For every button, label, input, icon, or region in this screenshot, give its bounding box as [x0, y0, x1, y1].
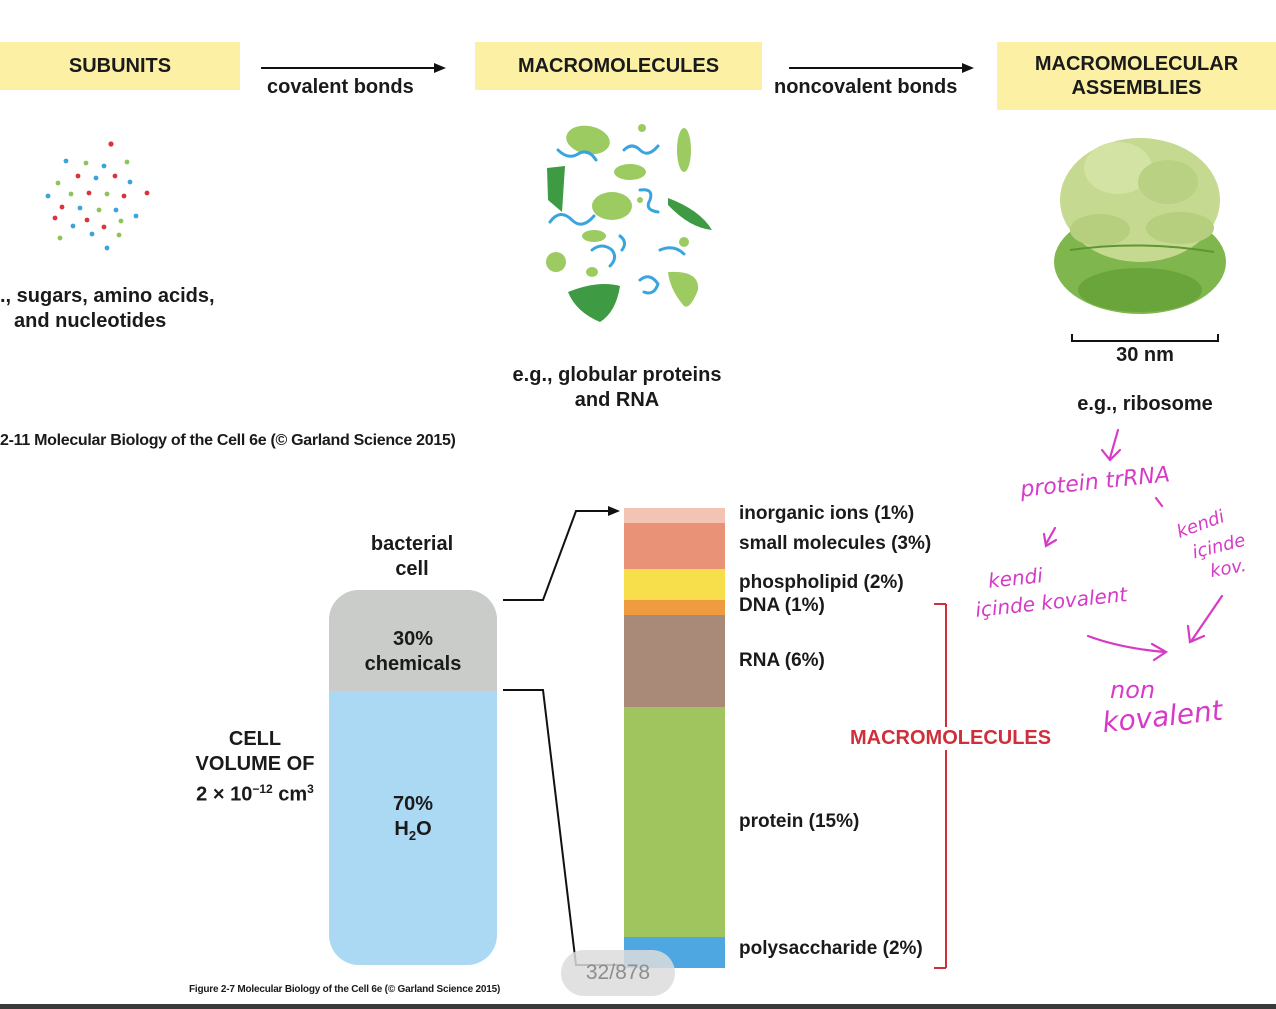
- bar-label-inorganic-ions: inorganic ions (1%): [739, 502, 915, 524]
- covalent-arrow: [261, 63, 446, 73]
- page-indicator-text: 32/878: [585, 961, 651, 984]
- chemicals-text: chemicals: [364, 653, 462, 675]
- assemblies-box: MACROMOLECULAR ASSEMBLIES: [997, 42, 1276, 110]
- bacterial-cell-label: bacterial cell: [352, 532, 472, 582]
- assemblies-title-line1: MACROMOLECULAR: [1034, 53, 1239, 75]
- macro-caption: e.g., globular proteins and RNA: [470, 363, 764, 413]
- macromolecules-box: MACROMOLECULES: [475, 42, 762, 90]
- macro-caption-line1: e.g., globular proteins: [512, 364, 722, 386]
- page-indicator[interactable]: 32/878: [561, 950, 675, 996]
- subunits-caption-line1: ., sugars, amino acids,: [0, 285, 215, 307]
- subunits-title: SUBUNITS: [68, 55, 172, 77]
- bar-label-polysaccharide: polysaccharide (2%): [739, 937, 923, 959]
- cell-volume-line3: 2 × 10−12 cm3: [196, 782, 314, 806]
- water-percent: 70%: [392, 793, 434, 815]
- macromolecules-title: MACROMOLECULES: [517, 55, 720, 77]
- noncovalent-arrow: [789, 63, 974, 73]
- chemicals-percent: 30%: [392, 628, 434, 650]
- macro-caption-line2: and RNA: [574, 389, 660, 411]
- water-formula: H2O: [394, 818, 432, 843]
- water-label: 70% H2O: [329, 792, 497, 848]
- macromolecules-bracket: [934, 603, 947, 969]
- bar-label-protein: protein (15%): [739, 811, 860, 833]
- covalent-bonds-label: covalent bonds: [267, 76, 414, 98]
- connector-lines: [503, 506, 624, 966]
- macromolecules-bracket-label: MACROMOLECULES: [848, 727, 1054, 750]
- scale-bar: [1071, 334, 1219, 342]
- noncovalent-bonds-label: noncovalent bonds: [774, 76, 958, 98]
- assemblies-title-line2: ASSEMBLIES: [1071, 77, 1202, 99]
- bar-segment-phospholipid: [624, 569, 725, 601]
- cell-volume-line2: VOLUME OF: [195, 753, 315, 775]
- bar-segment-protein: [624, 707, 725, 938]
- bar-segment-RNA: [624, 615, 725, 708]
- bacterial-cell-line2: cell: [395, 558, 429, 580]
- cell-container: [329, 590, 497, 965]
- bar-segment-inorganic-ions: [624, 508, 725, 524]
- subunits-caption-line2: and nucleotides: [14, 310, 167, 332]
- bar-label-phospholipid: phospholipid (2%): [739, 571, 904, 593]
- bacterial-cell-line1: bacterial: [370, 533, 454, 555]
- handwritten-arrows: [1042, 428, 1224, 662]
- ribosome-illustration: [1054, 138, 1226, 314]
- bar-label-RNA: RNA (6%): [739, 650, 825, 672]
- bottom-figure-caption: Figure 2-7 Molecular Biology of the Cell…: [189, 984, 501, 995]
- chemicals-label: 30% chemicals: [329, 627, 497, 677]
- subunit-dots: [45, 141, 150, 251]
- scale-label: 30 nm: [1116, 344, 1174, 366]
- bar-segment-small-molecules: [624, 523, 725, 570]
- top-figure-caption: 2-11 Molecular Biology of the Cell 6e (©…: [0, 432, 456, 449]
- bar-segment-DNA: [624, 600, 725, 616]
- chemicals-fraction: [329, 590, 497, 691]
- macromolecule-illustration: [546, 124, 712, 322]
- cell-volume-line1: CELL: [228, 728, 282, 750]
- assembly-caption: e.g., ribosome: [1077, 393, 1213, 415]
- bottom-divider: [0, 1004, 1276, 1009]
- note-non: non: [1110, 676, 1156, 704]
- cell-volume-label: CELL VOLUME OF 2 × 10−12 cm3: [180, 727, 330, 808]
- bar-label-small-molecules: small molecules (3%): [739, 533, 932, 555]
- bar-label-DNA: DNA (1%): [739, 594, 825, 616]
- subunits-box: SUBUNITS: [0, 42, 240, 90]
